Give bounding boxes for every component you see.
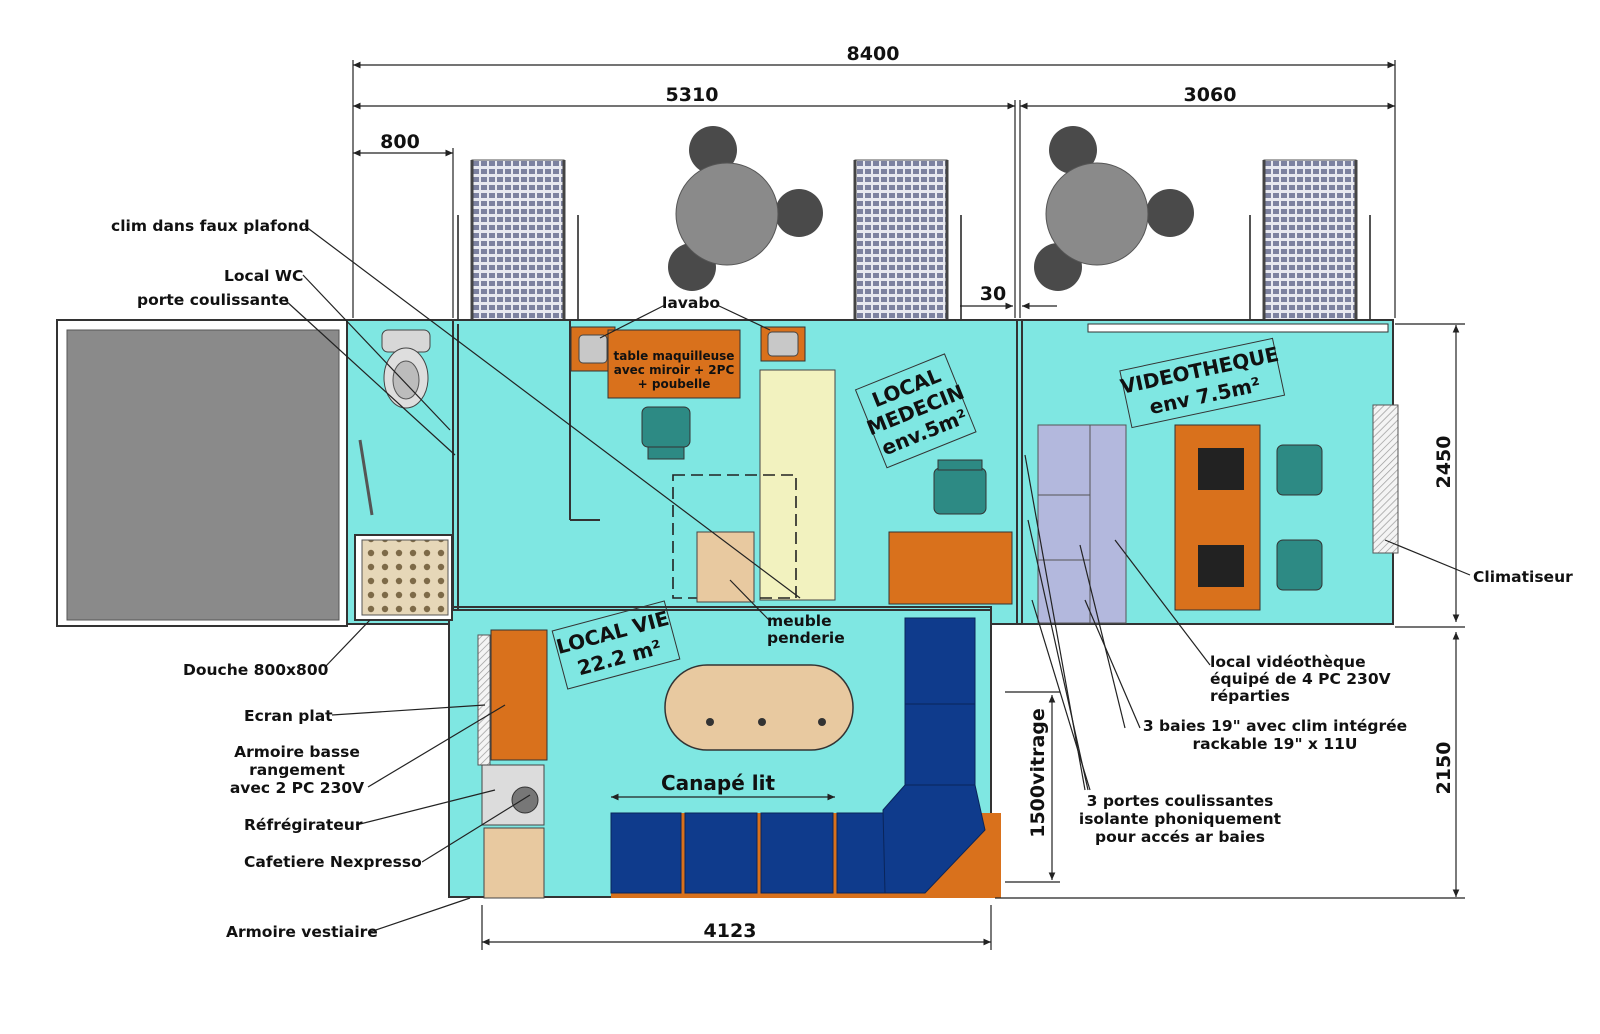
wc-door: [358, 439, 374, 516]
makeup-table-label-1: table maquilleuse: [614, 349, 735, 363]
label-armoire-basse-1: Armoire basse: [234, 743, 360, 761]
stairs-middle: [853, 159, 962, 321]
low-cabinet: [490, 629, 548, 761]
fridge: [481, 764, 545, 826]
label-baies-2: rackable 19" x 11U: [1193, 735, 1358, 753]
label-baies-1: 3 baies 19" avec clim intégrée: [1143, 717, 1407, 735]
wardrobe-locker: [483, 827, 545, 899]
outdoor-table-1: [668, 126, 823, 291]
floor-join: [451, 608, 989, 626]
dining-table: [664, 664, 854, 751]
stairs-right: [1249, 159, 1371, 321]
label-lavabo: lavabo: [662, 294, 720, 312]
label-portes-coulissantes-3: pour accés ar baies: [1095, 828, 1265, 846]
label-climatiseur: Climatiseur: [1473, 568, 1573, 586]
label-clim-faux-plafond: clim dans faux plafond: [111, 217, 310, 235]
dim-lower-width: 4123: [704, 920, 757, 942]
desk-medecin: [888, 531, 1013, 605]
wardrobe-penderie: [759, 369, 836, 601]
chair-medecin: [933, 459, 987, 515]
label-armoire-basse-2: rangement: [249, 761, 345, 779]
label-local-videotheque-3: réparties: [1210, 687, 1290, 705]
sink-right: [760, 326, 806, 362]
wc-toilet: [381, 329, 431, 409]
chairs-videotheque: [1276, 444, 1323, 591]
label-local-videotheque-1: local vidéothèque: [1210, 653, 1366, 671]
dim-lower-height: 2150: [1433, 742, 1455, 795]
makeup-table-label-3: + poubelle: [638, 377, 711, 391]
makeup-table-label-2: avec miroir + 2PC: [614, 363, 735, 377]
dim-left-width: 5310: [666, 84, 719, 106]
dim-entry-width: 800: [380, 131, 420, 153]
monitors: [1198, 448, 1244, 587]
dim-total-width: 8400: [847, 43, 900, 65]
label-meuble-penderie-2: penderie: [767, 629, 845, 647]
label-armoire-vestiaire: Armoire vestiaire: [226, 923, 378, 941]
dim-glazing: 1500vitrage: [1027, 708, 1049, 838]
dim-right-width: 3060: [1184, 84, 1237, 106]
penderie-cabinet: [696, 531, 755, 603]
dimension-lines: [352, 60, 1465, 950]
stairs-left: [457, 159, 579, 321]
server-racks: [1037, 424, 1127, 624]
label-canape-lit: Canapé lit: [661, 771, 775, 795]
leader-lines: [284, 225, 1471, 933]
label-ecran-plat: Ecran plat: [244, 707, 333, 725]
label-local-wc: Local WC: [224, 267, 303, 285]
dim-gap: 30: [980, 283, 1006, 305]
outdoor-table-2: [1034, 126, 1194, 291]
sofa-bed: [610, 617, 1001, 898]
label-cafetiere: Cafetiere Nexpresso: [244, 853, 422, 871]
climatiseur-unit: [1372, 404, 1399, 554]
label-porte-coulissante: porte coulissante: [137, 291, 289, 309]
flat-screen: [477, 634, 491, 766]
external-unit: [56, 319, 348, 627]
label-meuble-penderie-1: meuble: [767, 612, 832, 630]
internal-walls: [449, 320, 1389, 624]
label-armoire-basse-3: avec 2 PC 230V: [230, 779, 364, 797]
chair-makeup: [641, 406, 691, 460]
label-local-videotheque-2: équipé de 4 PC 230V: [1210, 670, 1391, 688]
dim-upper-height: 2450: [1433, 436, 1455, 489]
label-douche: Douche 800x800: [183, 661, 329, 679]
room-label-medecin: LOCAL MEDECIN env.5m²: [854, 353, 977, 469]
makeup-table: [607, 329, 741, 399]
label-refrigerateur: Réfrégirateur: [244, 816, 363, 834]
label-portes-coulissantes-2: isolante phoniquement: [1079, 810, 1282, 828]
label-portes-coulissantes-1: 3 portes coulissantes: [1087, 792, 1274, 810]
shower: [354, 534, 453, 621]
